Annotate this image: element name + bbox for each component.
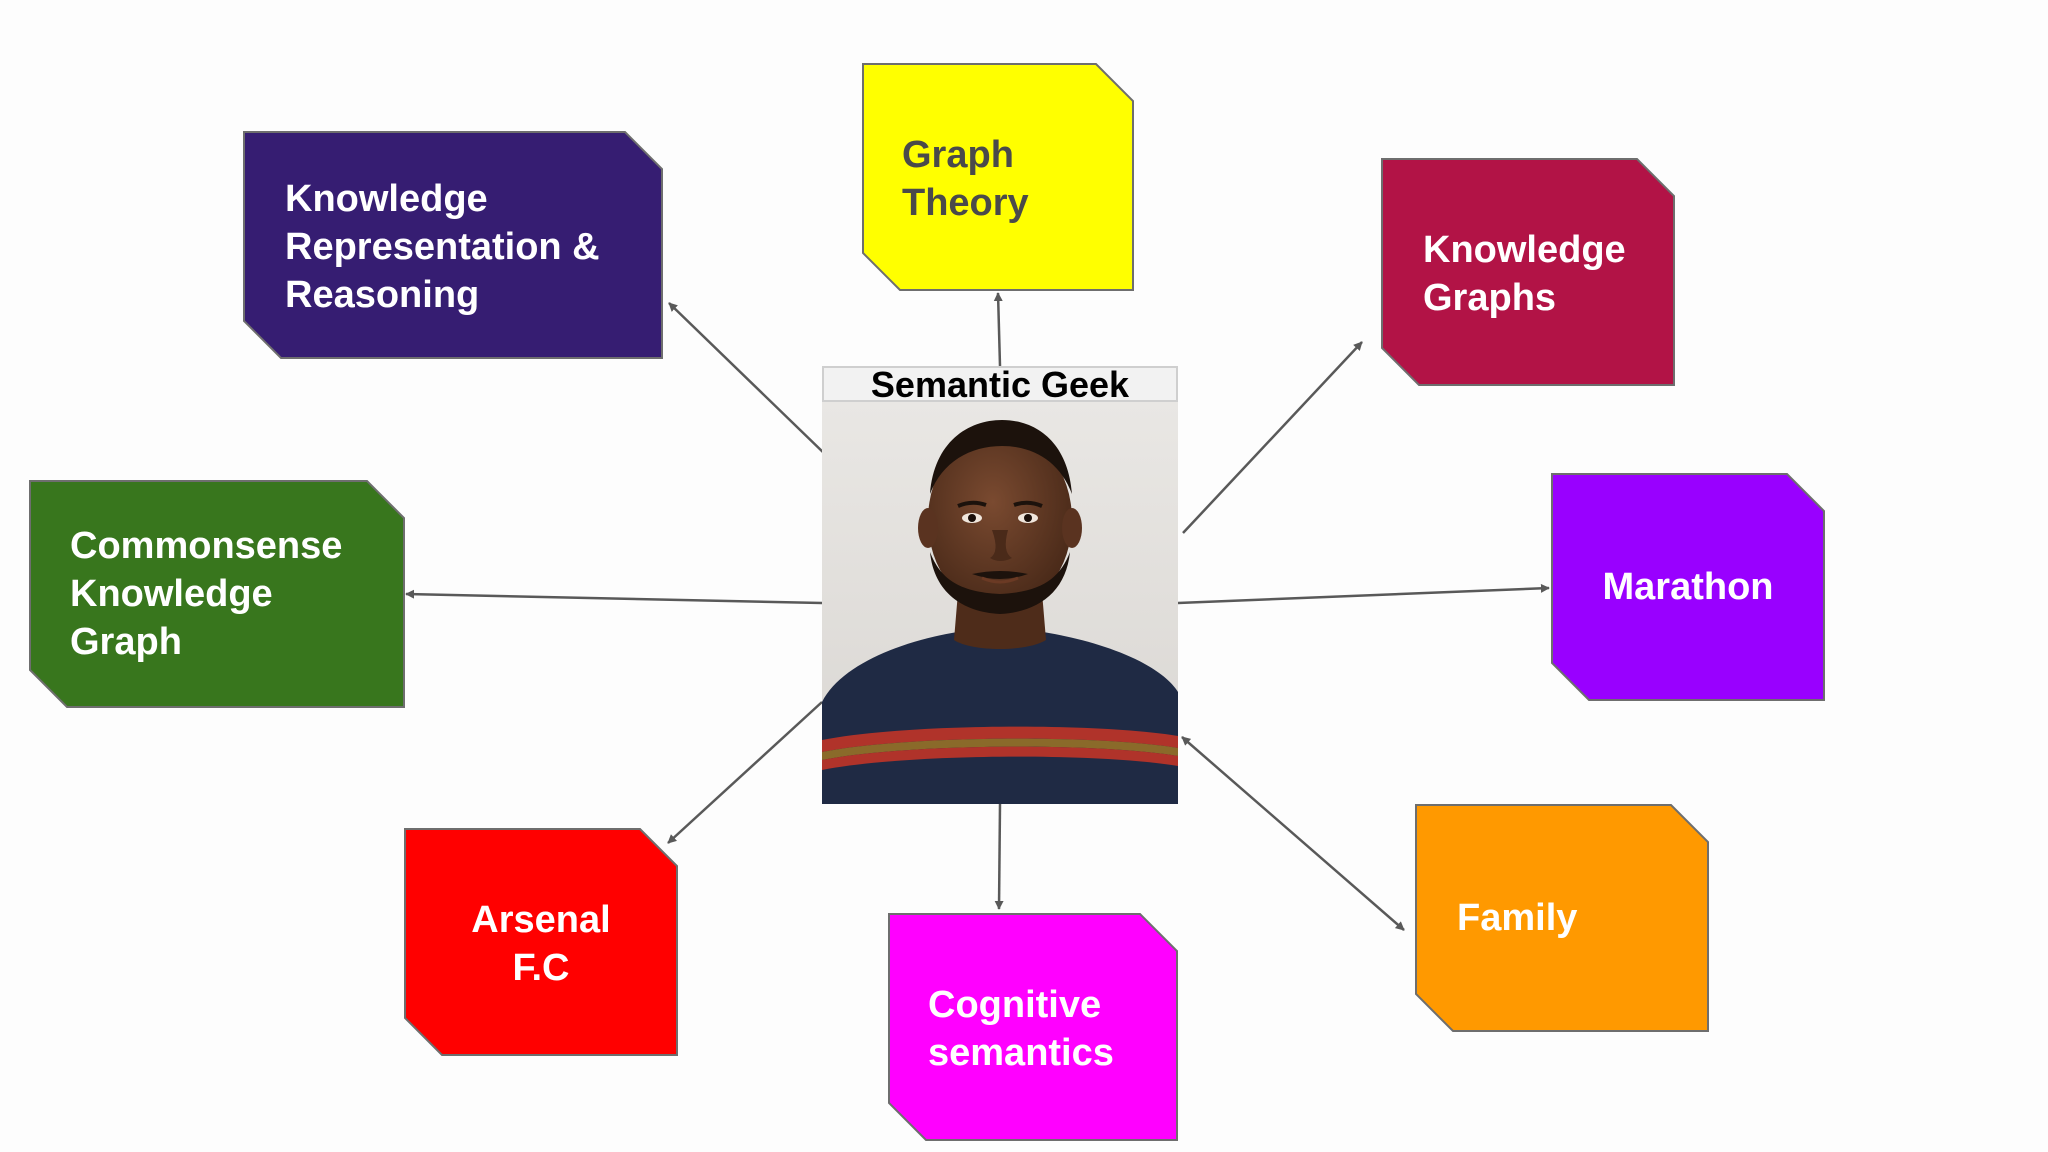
topic-cognitive-semantics: Cognitive semantics	[888, 913, 1178, 1141]
center-node: Semantic Geek	[822, 366, 1178, 804]
topic-knowledge-representation-reasoning: Knowledge Representation & Reasoning	[243, 131, 663, 359]
arrow-to-knowledge-representation	[669, 303, 827, 456]
topic-label: Arsenal F.C	[404, 896, 678, 992]
topic-label: Marathon	[1551, 563, 1825, 611]
center-title: Semantic Geek	[822, 366, 1178, 402]
topic-label: Graph Theory	[902, 131, 1029, 227]
arrow-to-marathon	[1178, 588, 1549, 603]
topic-label: Knowledge Representation & Reasoning	[285, 175, 600, 319]
topic-commonsense-knowledge-graph: Commonsense Knowledge Graph	[29, 480, 405, 708]
arrow-to-arsenal	[668, 702, 822, 843]
arrow-to-knowledge-graphs	[1183, 342, 1362, 533]
arrow-to-graph-theory	[998, 293, 1000, 366]
topic-label: Family	[1457, 894, 1577, 942]
topic-label: Knowledge Graphs	[1423, 226, 1626, 322]
topic-graph-theory: Graph Theory	[862, 63, 1134, 291]
portrait-photo	[822, 402, 1178, 804]
arrow-to-commonsense-knowledge-graph	[406, 594, 822, 603]
topic-label: Cognitive semantics	[928, 981, 1114, 1077]
arrow-family-bidirectional	[1182, 737, 1404, 930]
topic-family: Family	[1415, 804, 1709, 1032]
topic-knowledge-graphs: Knowledge Graphs	[1381, 158, 1675, 386]
topic-marathon: Marathon	[1551, 473, 1825, 701]
topic-label: Commonsense Knowledge Graph	[70, 522, 342, 666]
arrow-to-cognitive-semantics	[999, 804, 1000, 909]
topic-arsenal-fc: Arsenal F.C	[404, 828, 678, 1056]
